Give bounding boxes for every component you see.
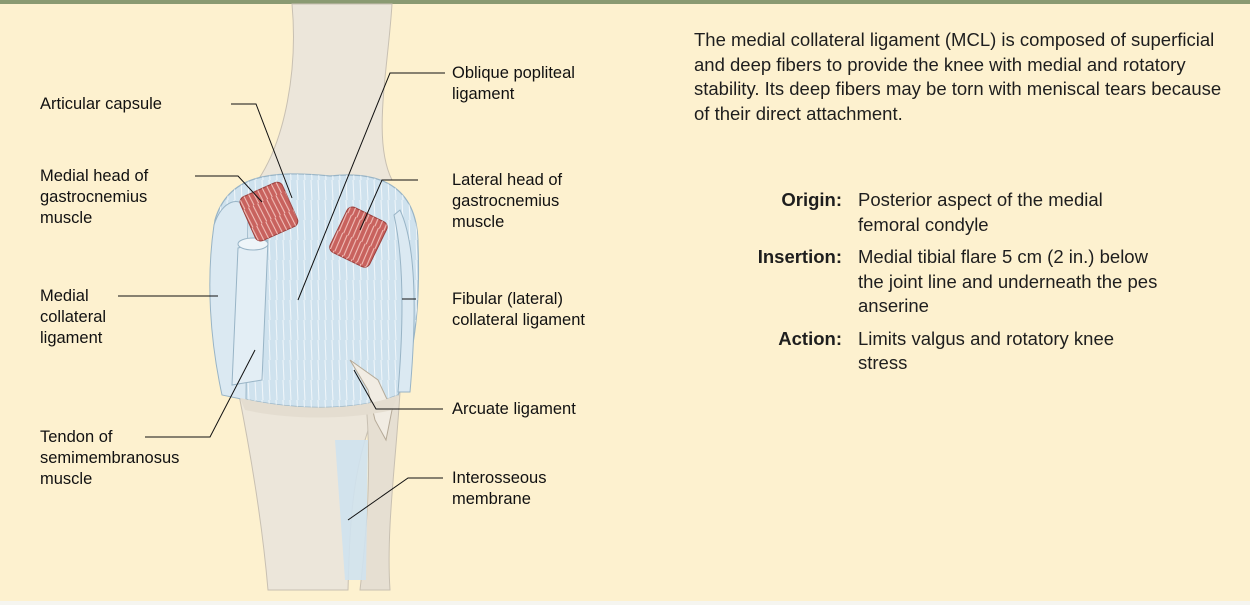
label-lateral-head-gastrocnemius: Lateral head of gastrocnemius muscle bbox=[452, 170, 562, 233]
field-insertion: Insertion: Medial tibial flare 5 cm (2 i… bbox=[694, 245, 1234, 319]
semimembranosus-tendon bbox=[232, 240, 268, 385]
field-insertion-value: Medial tibial flare 5 cm (2 in.) below t… bbox=[858, 245, 1158, 319]
label-fibular-collateral: Fibular (lateral) collateral ligament bbox=[452, 289, 585, 331]
femur-bone bbox=[258, 4, 392, 180]
field-action-value: Limits valgus and rotatory knee stress bbox=[858, 327, 1158, 376]
bottom-border bbox=[0, 601, 1250, 605]
field-origin-key: Origin: bbox=[694, 188, 858, 237]
label-oblique-popliteal: Oblique popliteal ligament bbox=[452, 63, 575, 105]
label-arcuate-ligament: Arcuate ligament bbox=[452, 399, 576, 420]
label-medial-collateral-ligament: Medial collateral ligament bbox=[40, 286, 106, 349]
field-origin: Origin: Posterior aspect of the medial f… bbox=[694, 188, 1234, 237]
field-action-key: Action: bbox=[694, 327, 858, 376]
field-action: Action: Limits valgus and rotatory knee … bbox=[694, 327, 1234, 376]
field-origin-value: Posterior aspect of the medial femoral c… bbox=[858, 188, 1158, 237]
label-medial-head-gastrocnemius: Medial head of gastrocnemius muscle bbox=[40, 166, 148, 229]
mcl-description: The medial collateral ligament (MCL) is … bbox=[694, 28, 1224, 126]
label-tendon-semimembranosus: Tendon of semimembranosus muscle bbox=[40, 427, 179, 490]
ligament-fields: Origin: Posterior aspect of the medial f… bbox=[694, 188, 1234, 384]
field-insertion-key: Insertion: bbox=[694, 245, 858, 319]
label-articular-capsule: Articular capsule bbox=[40, 94, 162, 115]
label-interosseous-membrane: Interosseous membrane bbox=[452, 468, 546, 510]
